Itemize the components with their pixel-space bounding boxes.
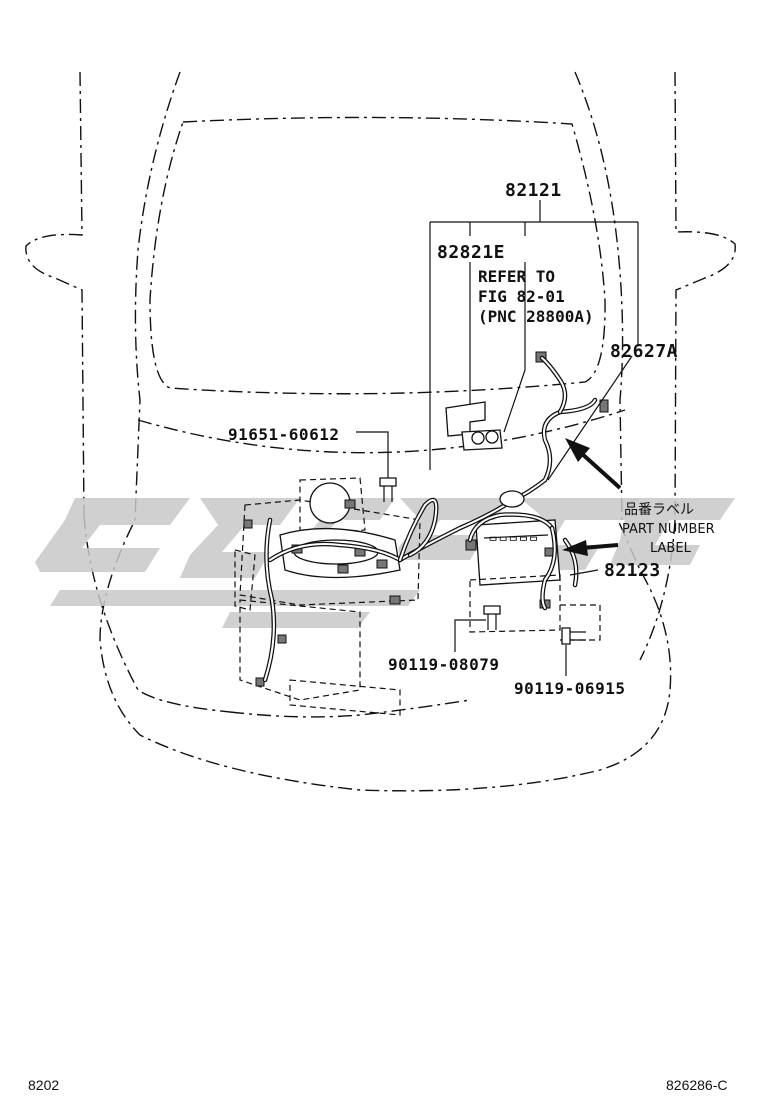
label-82821e: 82821E (437, 242, 505, 263)
svg-text:ᄆᄆᄆᄆᄆ: ᄆᄆᄆᄆᄆ (488, 535, 539, 548)
callout-box-82121 (429, 200, 639, 470)
label-part-number-jp: 品番ラベル (624, 502, 694, 518)
label-91651-60612: 91651-60612 (228, 425, 339, 444)
label-82627a: 82627A (610, 341, 678, 362)
refer-line-2: FIG 82-01 (478, 287, 565, 306)
vehicle-outline (25, 71, 736, 792)
leader-lines (356, 262, 633, 676)
label-90119-06915: 90119-06915 (514, 679, 625, 698)
label-part-number-label: LABEL (650, 541, 692, 556)
figure-number: 8202 (28, 1077, 59, 1093)
footer: 8202 826286-C (28, 1077, 728, 1093)
bolts (379, 477, 586, 645)
part-labels: 82121 82821E REFER TO FIG 82-01 (PNC 288… (228, 180, 715, 698)
wire-harnesses (262, 355, 598, 683)
refer-line-1: REFER TO (478, 267, 555, 286)
label-82123: 82123 (604, 560, 661, 581)
illustration-code: 826286-C (666, 1077, 728, 1093)
label-82121: 82121 (505, 180, 562, 201)
label-part-number-en: PART NUMBER (622, 522, 715, 537)
fuse-block-part (445, 401, 503, 451)
refer-line-3: (PNC 28800A) (478, 307, 594, 326)
label-90119-08079: 90119-08079 (388, 655, 499, 674)
